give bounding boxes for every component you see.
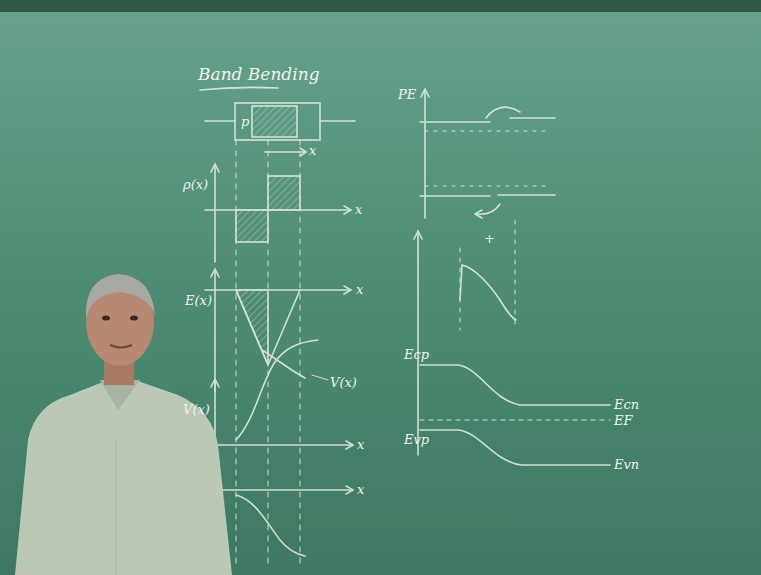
chalk-label: EF: [614, 414, 633, 427]
board-title: Band Bending: [198, 66, 320, 83]
chalk-label: V(x): [183, 403, 210, 416]
chalk-label: x: [357, 438, 364, 451]
chalk-label: x: [309, 144, 316, 157]
chalk-label: x: [355, 203, 362, 216]
chalk-label: Ecp: [404, 348, 429, 361]
chalk-label: Ecn: [614, 398, 639, 411]
board-frame: [0, 0, 761, 12]
chalk-label: Evn: [614, 458, 639, 471]
chalk-label: +: [484, 232, 495, 245]
chalk-label: PE: [398, 88, 416, 101]
chalk-label: p: [241, 115, 249, 128]
chalk-label: Evp: [404, 433, 429, 446]
chalk-label: E(x): [185, 294, 212, 307]
chalk-label: x: [357, 483, 364, 496]
chalk-label: ρ(x): [183, 178, 208, 191]
lecturer: [15, 274, 232, 575]
chalk-label: V(x): [330, 376, 357, 389]
chalk-label: x: [356, 283, 363, 296]
